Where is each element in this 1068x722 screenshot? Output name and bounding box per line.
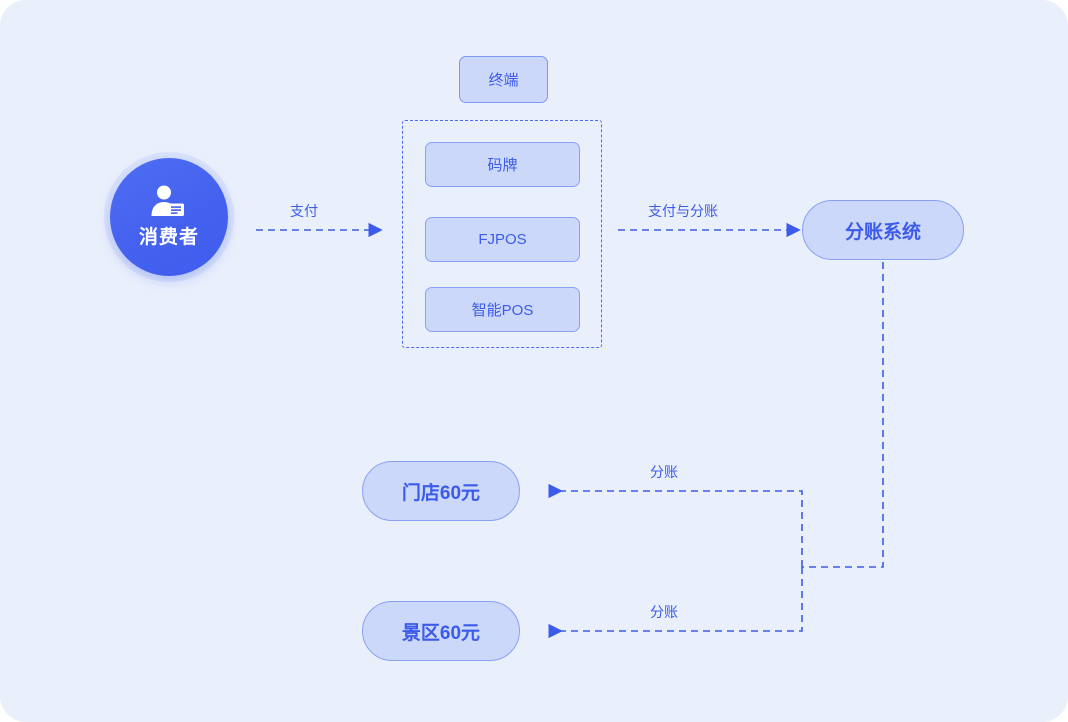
consumer-label: 消费者	[138, 227, 199, 248]
edge-label-split-scenic: 分账	[650, 604, 678, 620]
terminal-item-smartpos[interactable]: 智能POS	[425, 287, 580, 332]
payee-label: 景区60元	[401, 622, 481, 644]
edge-system-trunk	[802, 262, 884, 568]
terminal-title-label: 终端	[488, 72, 519, 89]
payee-node-scenic[interactable]: 景区60元	[362, 601, 520, 661]
edge-system-to-store	[548, 483, 803, 567]
terminal-group-box	[402, 120, 602, 348]
terminal-item-label: 智能POS	[471, 302, 534, 319]
payee-label: 门店60元	[401, 482, 481, 504]
terminal-item-label: 码牌	[487, 157, 518, 174]
terminal-title-box[interactable]: 终端	[459, 56, 548, 103]
settlement-system-label: 分账系统	[844, 221, 921, 243]
edge-label-payment: 支付	[290, 203, 318, 219]
consumer-node[interactable]: 消费者	[110, 158, 228, 276]
person-card-icon	[151, 185, 184, 216]
terminal-item-label: FJPOS	[478, 231, 527, 248]
payee-node-store[interactable]: 门店60元	[362, 461, 520, 521]
edge-label-payment-and-split: 支付与分账	[648, 203, 718, 219]
terminal-item-mapai[interactable]: 码牌	[425, 142, 580, 187]
edge-label-split-store: 分账	[650, 464, 678, 480]
settlement-system-node[interactable]: 分账系统	[802, 200, 964, 260]
terminal-item-fjpos[interactable]: FJPOS	[425, 217, 580, 262]
